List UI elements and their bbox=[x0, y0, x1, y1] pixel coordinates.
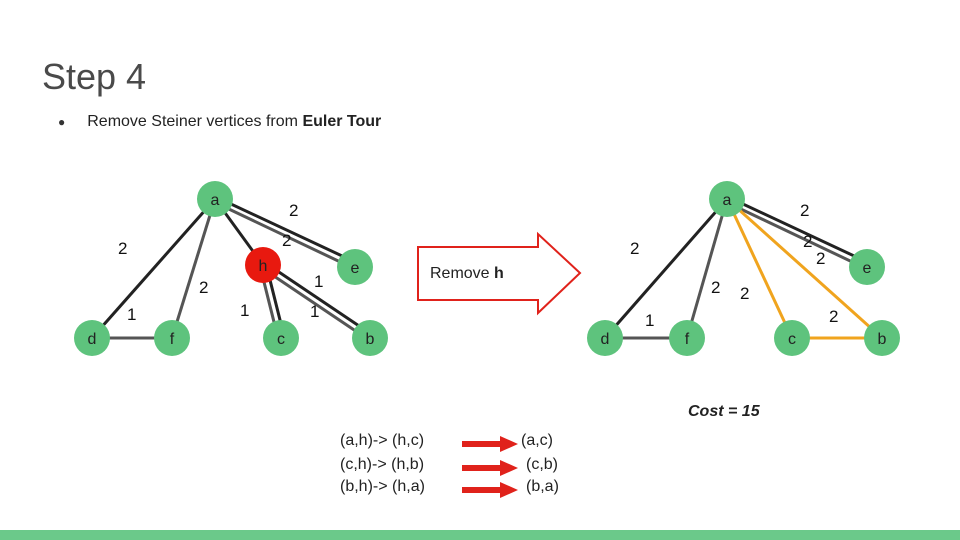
left-node-c-circle bbox=[263, 320, 299, 356]
left-weight-d-f: 1 bbox=[127, 305, 136, 324]
left-node-d: d bbox=[74, 320, 110, 356]
left-node-e-circle bbox=[337, 249, 373, 285]
bullet-text-bold: Euler Tour bbox=[302, 113, 382, 130]
right-weight-a-e-outer: 2 bbox=[800, 201, 809, 220]
left-node-c: c bbox=[263, 320, 299, 356]
remove-h-arrow-shape bbox=[417, 231, 582, 316]
left-node-h: h bbox=[245, 247, 281, 283]
left-edge-h-b-2 bbox=[261, 266, 370, 342]
left-weight-h-b-lower: 1 bbox=[310, 302, 319, 321]
left-node-b-circle bbox=[352, 320, 388, 356]
mapping-to: (c,b) bbox=[526, 456, 558, 473]
left-node-c-label: c bbox=[277, 331, 285, 348]
right-node-a-circle bbox=[709, 181, 745, 217]
right-node-d-circle bbox=[587, 320, 623, 356]
left-node-e: e bbox=[337, 249, 373, 285]
left-node-a-label: a bbox=[211, 192, 220, 209]
left-weight-a-e-outer: 2 bbox=[289, 201, 298, 220]
right-weight-a-c: 2 bbox=[740, 284, 749, 303]
right-node-f-circle bbox=[669, 320, 705, 356]
right-node-e: e bbox=[849, 249, 885, 285]
right-edge-a-e-2 bbox=[725, 200, 866, 270]
red-arrow-icon bbox=[462, 460, 518, 476]
right-edge-a-f bbox=[685, 198, 729, 339]
bullet-text: Remove Steiner vertices from Euler Tour bbox=[87, 113, 381, 131]
right-edge-a-b bbox=[725, 197, 884, 340]
right-weight-d-f: 1 bbox=[645, 311, 654, 330]
right-weight-a-d: 2 bbox=[630, 239, 639, 258]
left-weight-h-c: 1 bbox=[240, 301, 249, 320]
remove-h-arrow-label-prefix: Remove bbox=[430, 265, 494, 282]
left-node-d-circle bbox=[74, 320, 110, 356]
left-edge-h-b-1 bbox=[263, 260, 372, 336]
left-node-a: a bbox=[197, 181, 233, 217]
left-graph: a h e d f c b 2 2 2 2 1 1 bbox=[74, 181, 388, 356]
bottom-accent-bar bbox=[0, 530, 960, 540]
right-weight-a-f: 2 bbox=[711, 278, 720, 297]
right-node-c: c bbox=[774, 320, 810, 356]
right-edge-a-c bbox=[725, 198, 794, 339]
right-node-d: d bbox=[587, 320, 623, 356]
right-edge-a-d bbox=[603, 198, 729, 339]
right-graph: a e d f c b 2 2 2 2 2 2 1 2 bbox=[587, 181, 900, 356]
bullet-dot-icon: ● bbox=[58, 115, 66, 129]
right-node-a-label: a bbox=[723, 192, 732, 209]
slide-title: Step 4 bbox=[42, 56, 147, 97]
mapping-row: (a,h)-> (h,c) (a,c) bbox=[340, 432, 600, 454]
right-weight-a-e-inner: 2 bbox=[803, 232, 812, 251]
left-weight-h-b-upper: 1 bbox=[314, 272, 323, 291]
right-edge-a-e-1 bbox=[727, 195, 868, 264]
left-node-f: f bbox=[154, 320, 190, 356]
right-node-e-circle bbox=[849, 249, 885, 285]
remove-h-arrow: Remove h bbox=[417, 231, 582, 316]
right-node-b: b bbox=[864, 320, 900, 356]
bullet-text-prefix: Remove Steiner vertices from bbox=[87, 113, 303, 130]
mapping-row: (b,h)-> (h,a) (b,a) bbox=[340, 478, 600, 500]
right-node-f: f bbox=[669, 320, 705, 356]
remove-h-arrow-label-bold: h bbox=[494, 265, 504, 282]
left-node-b-label: b bbox=[366, 331, 375, 348]
left-weight-a-d: 2 bbox=[118, 239, 127, 258]
mapping-to: (b,a) bbox=[526, 478, 559, 495]
right-weight-c-b: 2 bbox=[829, 307, 838, 326]
mapping-from: (a,h)-> (h,c) bbox=[340, 432, 425, 449]
right-node-d-label: d bbox=[601, 331, 610, 348]
left-weight-a-e-inner: 2 bbox=[282, 231, 291, 250]
right-node-e-label: e bbox=[863, 260, 872, 277]
left-edge-a-f bbox=[170, 198, 217, 339]
right-weight-a-b: 2 bbox=[816, 249, 825, 268]
right-node-a: a bbox=[709, 181, 745, 217]
cost-label: Cost = 15 bbox=[688, 403, 760, 420]
left-node-b: b bbox=[352, 320, 388, 356]
left-node-h-label: h bbox=[259, 258, 268, 275]
mapping-row: (c,h)-> (h,b) (c,b) bbox=[340, 456, 600, 478]
left-edge-a-e-2 bbox=[213, 200, 354, 270]
right-node-c-label: c bbox=[788, 331, 796, 348]
left-node-a-circle bbox=[197, 181, 233, 217]
left-edge-a-e-1 bbox=[215, 195, 356, 264]
red-arrow-icon bbox=[462, 482, 518, 498]
right-node-f-label: f bbox=[685, 331, 690, 348]
bullet-point: ● Remove Steiner vertices from Euler Tou… bbox=[58, 113, 381, 131]
mapping-to: (a,c) bbox=[521, 432, 553, 449]
right-node-c-circle bbox=[774, 320, 810, 356]
left-node-f-circle bbox=[154, 320, 190, 356]
remove-h-arrow-label: Remove h bbox=[430, 265, 504, 282]
mapping-from: (c,h)-> (h,b) bbox=[340, 456, 425, 473]
mapping-from: (b,h)-> (h,a) bbox=[340, 478, 425, 495]
right-node-b-circle bbox=[864, 320, 900, 356]
left-node-e-label: e bbox=[351, 260, 360, 277]
left-weight-a-f: 2 bbox=[199, 278, 208, 297]
left-node-f-label: f bbox=[170, 331, 175, 348]
left-node-d-label: d bbox=[88, 331, 97, 348]
right-node-b-label: b bbox=[878, 331, 887, 348]
left-node-h-circle bbox=[245, 247, 281, 283]
red-arrow-icon bbox=[462, 436, 518, 452]
left-edge-a-d bbox=[90, 198, 217, 339]
